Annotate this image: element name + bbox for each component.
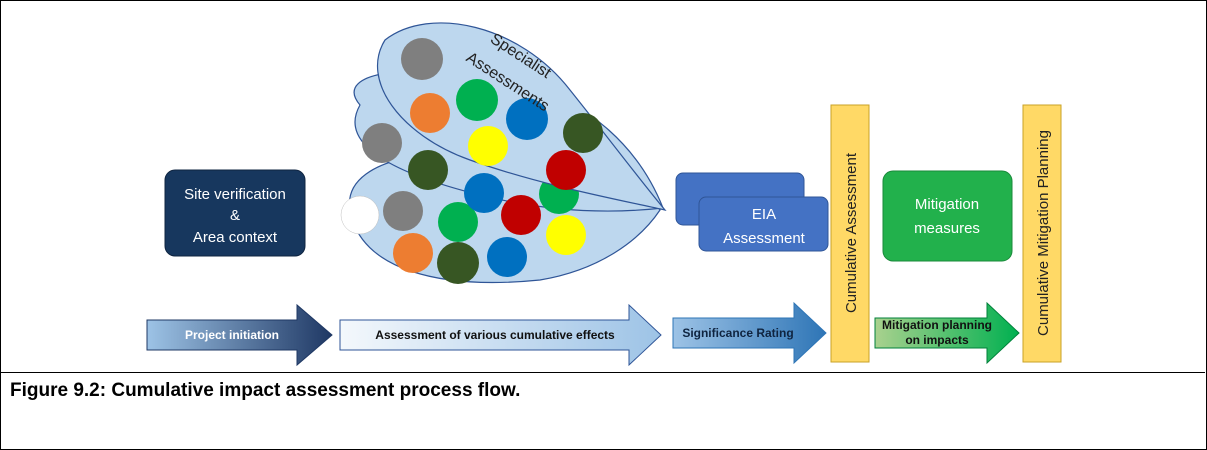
arrow-project-initiation: Project initiation <box>146 303 333 367</box>
eia-label-line-1: EIA <box>752 206 776 223</box>
mitigation-measures-line-1: Mitigation <box>915 196 979 213</box>
caption-divider <box>0 372 1205 373</box>
arrow-label-mitigation-line-2: on impacts <box>905 333 969 347</box>
palette-front <box>376 22 667 211</box>
arrow-significance-rating: Significance Rating <box>672 301 827 365</box>
arrow-label-project-initiation: Project initiation <box>185 328 279 342</box>
cumulative-assessment-label: Cumulative Assessment <box>843 152 860 313</box>
specialist-assessments-node: Specialist Assessments <box>340 22 667 284</box>
eia-assessment-node: EIA Assessment <box>675 172 829 252</box>
mitigation-measures-line-2: measures <box>914 220 980 237</box>
site-verification-line-2: & <box>230 207 240 224</box>
site-verification-line-1: Site verification <box>184 186 286 203</box>
mitigation-measures-node: Mitigation measures <box>882 170 1013 262</box>
cumulative-assessment-node: Cumulative Assessment <box>830 104 870 363</box>
figure-caption: Figure 9.2: Cumulative impact assessment… <box>10 380 521 401</box>
site-verification-line-3: Area context <box>193 229 278 246</box>
arrow-assessment-various: Assessment of various cumulative effects <box>339 303 662 367</box>
cumulative-mitigation-node: Cumulative Mitigation Planning <box>1022 104 1062 363</box>
arrow-label-mitigation-line-1: Mitigation planning <box>882 318 992 332</box>
arrow-label-significance-rating: Significance Rating <box>682 326 793 340</box>
eia-label-line-2: Assessment <box>723 230 806 247</box>
site-verification-node: Site verification & Area context <box>164 169 306 257</box>
arrow-label-assessment-various: Assessment of various cumulative effects <box>375 328 615 342</box>
cumulative-mitigation-label: Cumulative Mitigation Planning <box>1035 130 1052 336</box>
process-flow-diagram: Site verification & Area context <box>146 22 1062 367</box>
arrow-mitigation-planning: Mitigation planning on impacts <box>874 301 1020 365</box>
